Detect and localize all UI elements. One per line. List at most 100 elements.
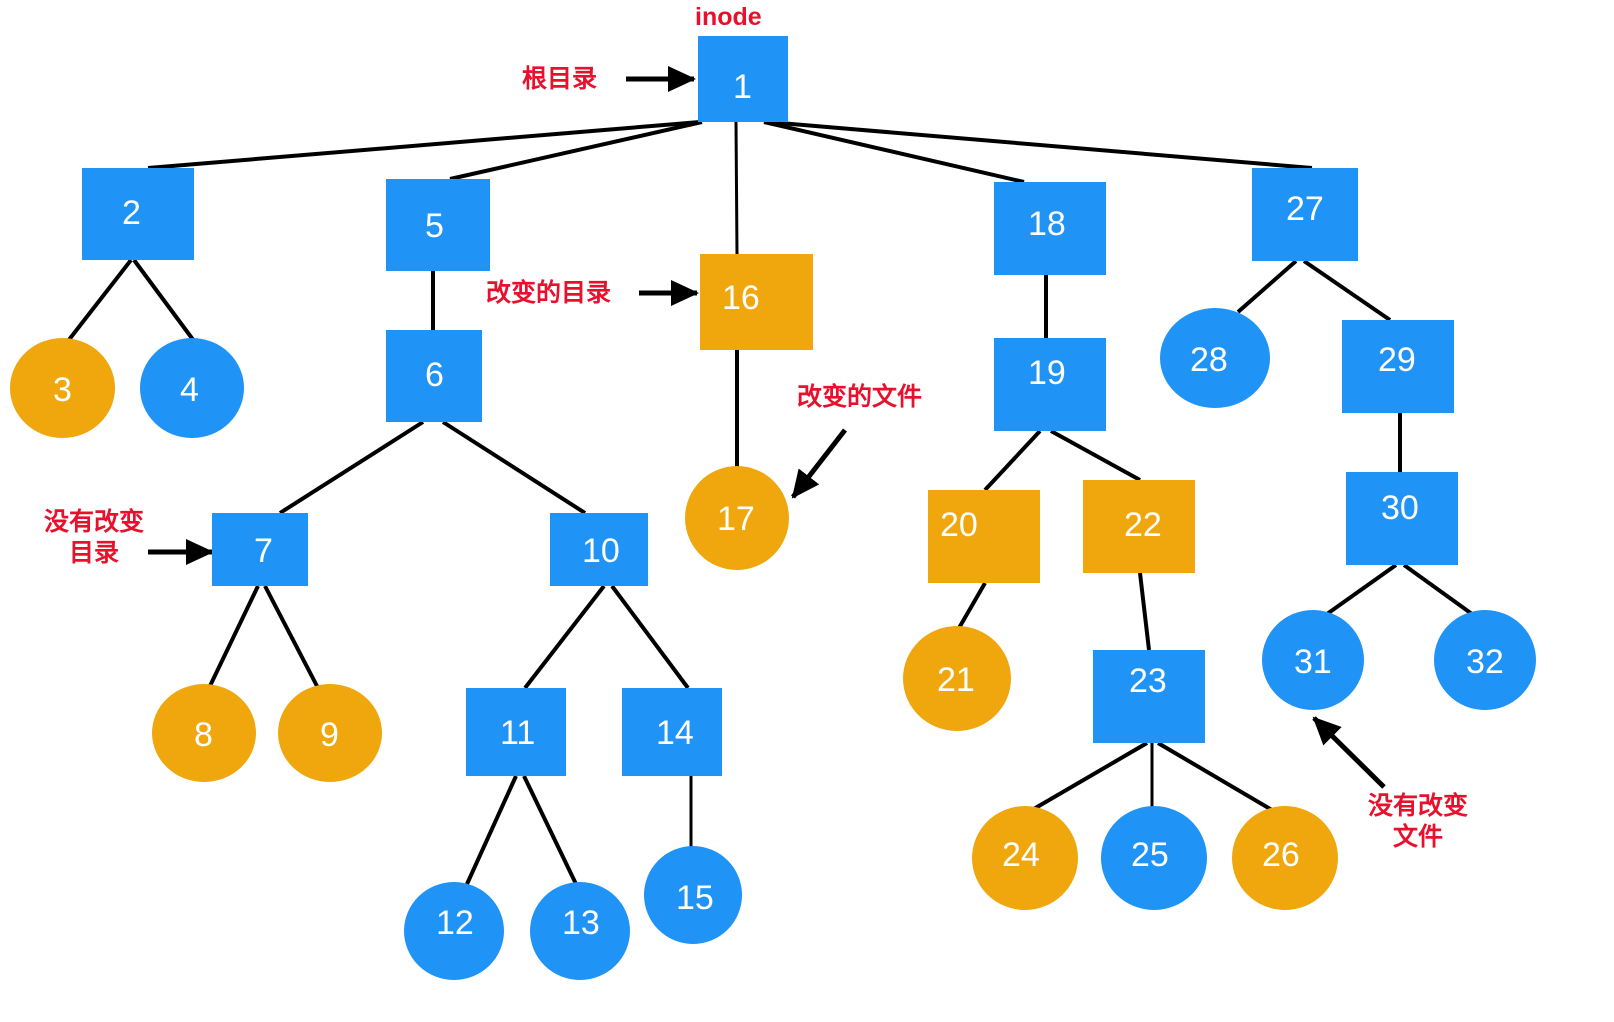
tree-edge bbox=[147, 120, 701, 170]
inode-node-label-4: 4 bbox=[180, 371, 199, 409]
tree-edge bbox=[523, 584, 606, 690]
inode-node-30[interactable]: 30 bbox=[1346, 472, 1458, 565]
tree-edge bbox=[465, 775, 518, 885]
tree-edge bbox=[983, 429, 1042, 492]
inode-node-label-12: 12 bbox=[436, 904, 474, 942]
inode-node-7[interactable]: 7 bbox=[212, 513, 308, 586]
inode-node-14[interactable]: 14 bbox=[622, 688, 722, 776]
inode-node-label-31: 31 bbox=[1294, 643, 1332, 681]
tree-edge bbox=[1402, 563, 1474, 616]
inode-node-29[interactable]: 29 bbox=[1342, 320, 1454, 413]
annotation-title-inode: inode bbox=[695, 2, 762, 33]
inode-node-label-23: 23 bbox=[1129, 662, 1167, 700]
inode-node-label-6: 6 bbox=[425, 356, 444, 394]
inode-node-label-7: 7 bbox=[254, 532, 273, 570]
tree-edge bbox=[1236, 259, 1298, 314]
annotation-arrow-unchanged-file bbox=[1312, 716, 1386, 789]
inode-node-1[interactable]: 1 bbox=[698, 36, 788, 122]
inode-node-11[interactable]: 11 bbox=[466, 688, 566, 776]
annotation-line: 没有改变 bbox=[1368, 792, 1469, 820]
inode-node-label-10: 10 bbox=[582, 532, 620, 570]
tree-edge bbox=[1050, 429, 1141, 482]
inode-node-23[interactable]: 23 bbox=[1093, 650, 1205, 743]
annotation-line: 根目录 bbox=[522, 65, 598, 93]
annotation-unchanged-file: 没有改变文件 bbox=[1368, 791, 1468, 852]
tree-edge bbox=[763, 120, 1025, 184]
annotation-line: 改变的文件 bbox=[797, 383, 923, 411]
tree-edge bbox=[207, 585, 260, 689]
annotation-line: inode bbox=[695, 3, 762, 31]
inode-node-24[interactable]: 24 bbox=[972, 806, 1078, 910]
inode-node-5[interactable]: 5 bbox=[386, 179, 490, 271]
tree-edge bbox=[1030, 741, 1149, 812]
inode-node-label-20: 20 bbox=[940, 506, 978, 544]
tree-edge bbox=[1138, 572, 1151, 651]
inode-node-17[interactable]: 17 bbox=[685, 466, 789, 570]
inode-node-12[interactable]: 12 bbox=[404, 882, 504, 980]
inode-node-19[interactable]: 19 bbox=[994, 338, 1106, 431]
inode-node-21[interactable]: 21 bbox=[903, 626, 1011, 731]
annotation-line: 文件 bbox=[1393, 822, 1444, 851]
inode-node-label-11: 11 bbox=[500, 714, 536, 752]
annotation-line: 没有改变 bbox=[44, 508, 145, 536]
inode-node-32[interactable]: 32 bbox=[1434, 610, 1536, 710]
inode-node-3[interactable]: 3 bbox=[10, 338, 115, 438]
inode-node-label-21: 21 bbox=[937, 661, 975, 699]
inode-node-label-17: 17 bbox=[717, 500, 755, 538]
inode-node-label-22: 22 bbox=[1124, 506, 1162, 544]
tree-edge bbox=[278, 420, 425, 515]
inode-node-9[interactable]: 9 bbox=[278, 684, 382, 782]
tree-edge bbox=[957, 581, 987, 630]
inode-node-22[interactable]: 22 bbox=[1083, 480, 1195, 573]
tree-edge bbox=[441, 420, 587, 515]
inode-node-label-1: 1 bbox=[733, 68, 752, 106]
inode-node-28[interactable]: 28 bbox=[1160, 308, 1270, 408]
inode-node-18[interactable]: 18 bbox=[994, 182, 1106, 275]
tree-edge bbox=[734, 121, 739, 255]
inode-node-label-2: 2 bbox=[122, 194, 141, 232]
inode-node-label-8: 8 bbox=[194, 716, 213, 754]
inode-node-label-24: 24 bbox=[1002, 836, 1040, 874]
inode-node-16[interactable]: 16 bbox=[700, 254, 813, 350]
inode-node-label-26: 26 bbox=[1262, 836, 1300, 874]
inode-node-label-27: 27 bbox=[1286, 190, 1324, 228]
inode-node-label-16: 16 bbox=[722, 279, 760, 317]
inode-node-2[interactable]: 2 bbox=[82, 168, 194, 260]
inode-node-label-19: 19 bbox=[1028, 354, 1066, 392]
inode-node-label-18: 18 bbox=[1028, 205, 1066, 243]
tree-edge bbox=[1302, 259, 1392, 322]
inode-node-label-32: 32 bbox=[1466, 643, 1504, 681]
annotation-changed-directory: 改变的目录 bbox=[486, 278, 611, 309]
inode-node-20[interactable]: 20 bbox=[928, 490, 1040, 583]
inode-node-8[interactable]: 8 bbox=[152, 684, 256, 782]
tree-edge bbox=[449, 120, 703, 181]
tree-edge bbox=[66, 258, 133, 343]
inode-node-label-13: 13 bbox=[562, 904, 600, 942]
inode-node-27[interactable]: 27 bbox=[1252, 168, 1358, 261]
annotation-unchanged-directory: 没有改变目录 bbox=[44, 507, 144, 568]
inode-node-label-3: 3 bbox=[53, 371, 72, 409]
annotation-line: 改变的目录 bbox=[486, 279, 612, 307]
inode-node-31[interactable]: 31 bbox=[1262, 610, 1364, 710]
tree-edge bbox=[1156, 741, 1274, 812]
tree-edge bbox=[522, 775, 578, 885]
annotation-root-dir: 根目录 bbox=[522, 64, 597, 95]
inode-node-26[interactable]: 26 bbox=[1232, 806, 1338, 910]
tree-edge bbox=[1325, 563, 1398, 616]
inode-node-label-5: 5 bbox=[425, 207, 444, 245]
inode-node-10[interactable]: 10 bbox=[550, 513, 648, 586]
inode-node-label-28: 28 bbox=[1190, 341, 1228, 379]
inode-node-6[interactable]: 6 bbox=[386, 330, 482, 422]
inode-node-4[interactable]: 4 bbox=[140, 338, 244, 438]
inode-node-15[interactable]: 15 bbox=[644, 846, 742, 944]
tree-edge bbox=[610, 584, 690, 690]
annotation-arrow-changed-file bbox=[791, 428, 847, 499]
tree-edge bbox=[263, 585, 320, 689]
inode-node-25[interactable]: 25 bbox=[1101, 806, 1207, 910]
annotation-line: 目录 bbox=[69, 538, 120, 567]
annotation-changed-file: 改变的文件 bbox=[797, 382, 922, 413]
inode-node-13[interactable]: 13 bbox=[530, 882, 630, 980]
inode-node-label-30: 30 bbox=[1381, 489, 1419, 527]
inode-node-label-15: 15 bbox=[676, 879, 714, 917]
